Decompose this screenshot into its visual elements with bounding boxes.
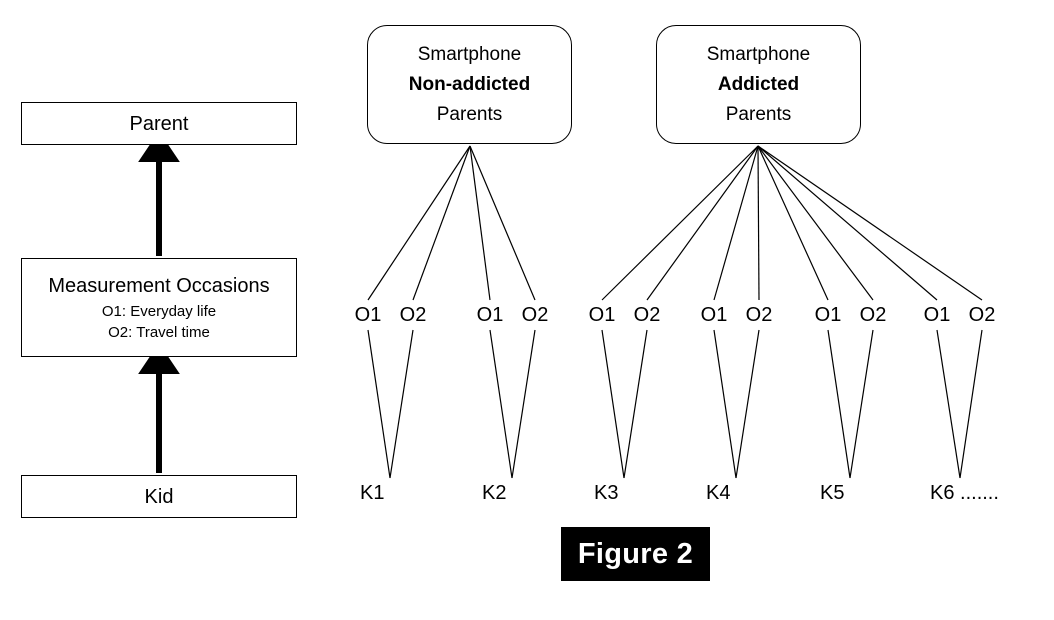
kid-label-2: K2 — [482, 482, 507, 504]
group-non-addicted-line-1: Smartphone — [417, 43, 522, 65]
fan-line-addicted-to-occasion-7 — [713, 145, 759, 301]
occasion-label-11: O1 — [923, 304, 951, 326]
fan-line-addicted-to-occasion-9 — [757, 145, 829, 301]
kid-label-3: K3 — [594, 482, 619, 504]
fan-line-non-addicted-to-occasion-1 — [367, 145, 471, 301]
fan-line-addicted-to-occasion-6 — [646, 145, 759, 301]
legend-box-parent-title: Parent — [129, 112, 189, 135]
fan-line-non-addicted-to-occasion-4 — [469, 145, 536, 301]
fan-line-non-addicted-to-occasion-2 — [412, 145, 471, 301]
occasion-label-9: O1 — [814, 304, 842, 326]
occasion-label-3: O1 — [476, 304, 504, 326]
legend-box-kid: Kid — [21, 475, 297, 518]
kid-label-4: K4 — [706, 482, 731, 504]
group-box-non-addicted-parents: Smartphone Non-addicted Parents — [367, 25, 572, 144]
group-non-addicted-line-3: Parents — [436, 103, 503, 125]
kid-label-6: K6 ....... — [930, 482, 999, 504]
occasion-label-7: O1 — [700, 304, 728, 326]
group-box-addicted-parents: Smartphone Addicted Parents — [656, 25, 861, 144]
legend-box-kid-title: Kid — [144, 485, 174, 508]
kid-label-1: K1 — [360, 482, 385, 504]
occasion-label-1: O1 — [354, 304, 382, 326]
v-line-occasion-12-to-kid-6 — [959, 329, 983, 479]
v-line-occasion-3-to-kid-2 — [489, 329, 513, 479]
group-addicted-line-3: Parents — [725, 103, 792, 125]
v-line-occasion-5-to-kid-3 — [601, 329, 625, 479]
occasion-label-6: O2 — [633, 304, 661, 326]
fan-line-non-addicted-to-occasion-3 — [469, 145, 491, 301]
legend-box-measurement-subline-2: O2: Travel time — [108, 323, 210, 341]
figure-caption: Figure 2 — [561, 527, 710, 581]
fan-line-addicted-to-occasion-8 — [757, 145, 760, 301]
fan-line-addicted-to-occasion-10 — [757, 145, 874, 301]
legend-box-parent: Parent — [21, 102, 297, 145]
group-addicted-line-1: Smartphone — [706, 43, 811, 65]
legend-box-measurement-occasions: Measurement Occasions O1: Everyday life … — [21, 258, 297, 357]
legend-box-measurement-title: Measurement Occasions — [48, 274, 270, 297]
occasion-label-10: O2 — [859, 304, 887, 326]
v-line-occasion-1-to-kid-1 — [367, 329, 391, 479]
legend-box-measurement-subline-1: O1: Everyday life — [101, 302, 217, 320]
v-line-occasion-7-to-kid-4 — [713, 329, 737, 479]
v-line-occasion-10-to-kid-5 — [849, 329, 874, 479]
v-line-occasion-2-to-kid-1 — [389, 329, 414, 479]
v-line-occasion-8-to-kid-4 — [735, 329, 760, 479]
v-line-occasion-6-to-kid-3 — [623, 329, 648, 479]
v-line-occasion-11-to-kid-6 — [936, 329, 961, 479]
occasion-label-2: O2 — [399, 304, 427, 326]
v-line-occasion-9-to-kid-5 — [827, 329, 851, 479]
fan-line-addicted-to-occasion-11 — [757, 145, 938, 301]
occasion-label-8: O2 — [745, 304, 773, 326]
group-addicted-line-2: Addicted — [717, 73, 800, 95]
occasion-label-4: O2 — [521, 304, 549, 326]
fan-line-addicted-to-occasion-12 — [757, 145, 983, 301]
occasion-label-5: O1 — [588, 304, 616, 326]
group-non-addicted-line-2: Non-addicted — [408, 73, 531, 95]
fan-line-addicted-to-occasion-5 — [601, 145, 759, 301]
v-line-occasion-4-to-kid-2 — [511, 329, 536, 479]
kid-label-5: K5 — [820, 482, 845, 504]
occasion-label-12: O2 — [968, 304, 996, 326]
